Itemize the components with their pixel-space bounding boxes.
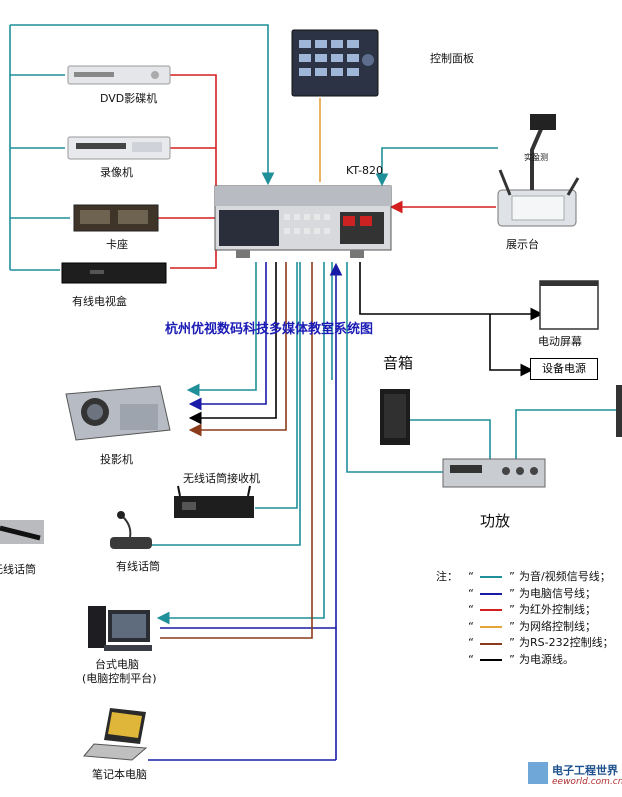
central-controller-kt820 — [214, 185, 392, 258]
laptop-label: 笔记本电脑 — [92, 768, 147, 781]
control-panel-label: 控制面板 — [430, 52, 474, 65]
wireless-microphone-device — [0, 520, 44, 544]
power-box: 设备电源 — [530, 358, 598, 380]
legend-swatch-rs232 — [480, 642, 502, 645]
desktop-label: 台式电脑 — [95, 658, 139, 671]
cassette-deck-device — [73, 204, 159, 232]
laptop-device — [83, 708, 148, 761]
screen-label: 电动屏幕 — [538, 335, 582, 348]
visualizer-label: 展示台 — [506, 238, 539, 251]
legend-swatch-computer — [480, 592, 502, 595]
diagram-title: 杭州优视数码科技多媒体教室系统图 — [165, 322, 374, 337]
cable-box-label: 有线电视盒 — [72, 295, 127, 308]
legend-swatch-network — [480, 626, 502, 629]
power-lines — [188, 262, 544, 425]
wireless-receiver-label: 无线话筒接收机 — [183, 472, 260, 485]
legend-row: “” 为RS-232控制线； — [436, 635, 614, 652]
legend: 注： “” 为音/视频信号线； “” 为电脑信号线； “” 为红外控制线； “”… — [436, 569, 614, 669]
legend-row: “” 为红外控制线； — [436, 602, 614, 619]
speaker-label: 音箱 — [383, 354, 414, 372]
legend-label-power: 为电源线。 — [519, 652, 574, 666]
legend-label-network: 为网络控制线； — [519, 619, 596, 633]
watermark-name: 电子工程世界 — [552, 764, 618, 777]
wireless-receiver-device — [174, 485, 254, 518]
legend-swatch-ir — [480, 609, 502, 612]
vcr-device — [67, 136, 171, 160]
legend-swatch-av — [480, 576, 502, 579]
wired-microphone-device — [110, 511, 152, 549]
legend-label-computer: 为电脑信号线； — [519, 586, 596, 600]
projector-label: 投影机 — [100, 453, 133, 466]
dvd-label: DVD影碟机 — [100, 92, 158, 105]
av-signal-lines — [9, 24, 616, 625]
visualizer-brand-label: 实盈测 — [524, 153, 548, 162]
desktop-computer-device — [88, 606, 152, 651]
legend-row: 注： “” 为音/视频信号线； — [436, 569, 614, 586]
legend-label-av: 为音/视频信号线； — [519, 570, 611, 583]
watermark-url: eeworld.com.cn — [552, 777, 622, 787]
projection-screen-device — [539, 280, 599, 330]
cassette-label: 卡座 — [106, 238, 128, 251]
legend-row: “” 为电脑信号线； — [436, 586, 614, 603]
central-unit-label: KT-820 — [346, 164, 384, 177]
desktop-sublabel: (电脑控制平台) — [82, 672, 157, 685]
rs232-lines — [160, 262, 313, 639]
legend-note: 注： — [436, 570, 458, 583]
amplifier-label: 功放 — [480, 512, 511, 530]
control-panel-device — [291, 29, 379, 97]
amplifier-device — [442, 458, 546, 488]
right-speaker-edge-device — [616, 385, 622, 437]
legend-label-rs232: 为RS-232控制线； — [519, 636, 614, 650]
computer-signal-lines — [148, 262, 343, 761]
cable-box-device — [61, 262, 167, 284]
legend-label-ir: 为红外控制线； — [519, 603, 596, 617]
legend-swatch-power — [480, 659, 502, 662]
dvd-player-device — [67, 65, 171, 85]
wireless-mic-label: 无线话筒 — [0, 563, 36, 576]
legend-row: “” 为网络控制线； — [436, 619, 614, 636]
projector-device — [65, 385, 171, 441]
visualizer-device — [497, 114, 580, 227]
wired-mic-label: 有线话筒 — [116, 560, 160, 573]
watermark-logo — [528, 762, 548, 784]
speaker-device — [380, 389, 410, 445]
vcr-label: 录像机 — [100, 166, 133, 179]
legend-row: “” 为电源线。 — [436, 652, 614, 669]
